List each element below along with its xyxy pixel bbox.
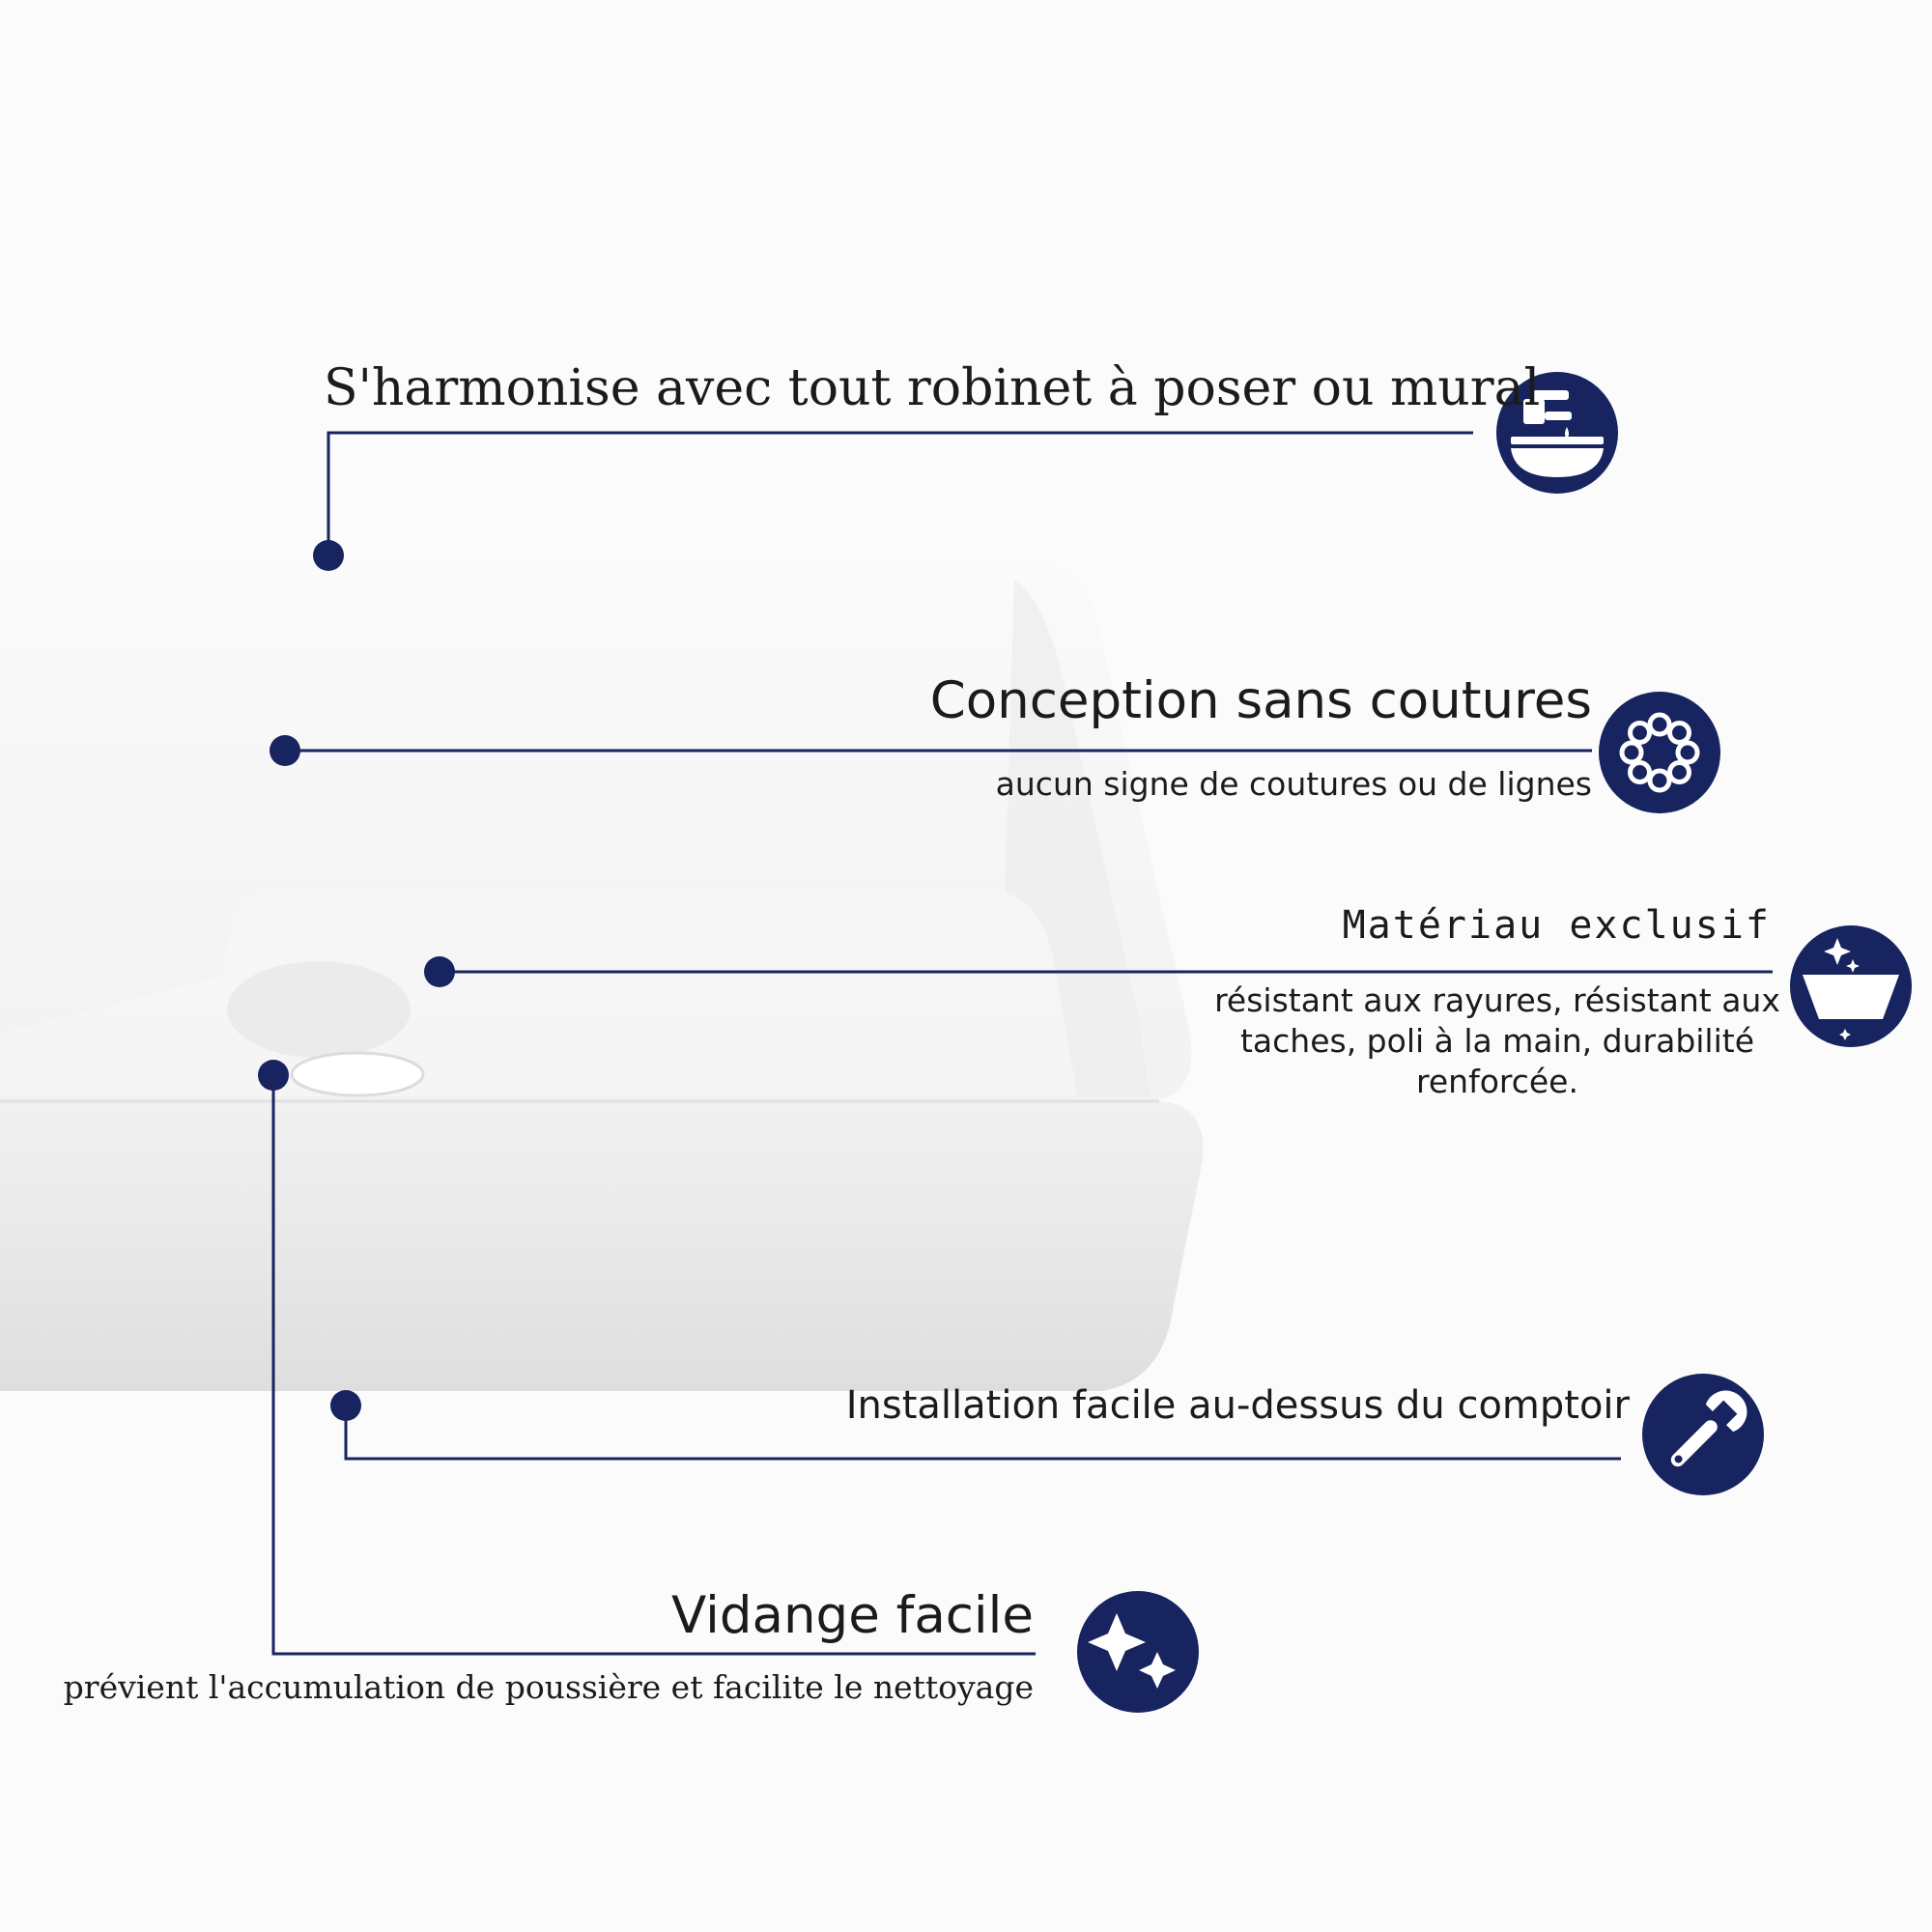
callout-line-faucet bbox=[327, 431, 1473, 555]
feature-subtitle-material: résistant aux rayures, résistant aux tac… bbox=[1208, 980, 1787, 1102]
basin-front bbox=[0, 1101, 1204, 1391]
feature-subtitle-drain: prévient l'accumulation de poussière et … bbox=[63, 1668, 1034, 1706]
material-line-2: taches, poli à la main, durabilité bbox=[1239, 1022, 1755, 1060]
wrench-icon bbox=[1642, 1374, 1764, 1495]
callout-line-drain bbox=[271, 1075, 1036, 1656]
feature-title-material: Matériau exclusif bbox=[1342, 903, 1771, 948]
drain-recess bbox=[227, 961, 411, 1058]
faucet-icon bbox=[1496, 372, 1618, 494]
feature-title-installation: Installation facile au-dessus du comptoi… bbox=[845, 1383, 1630, 1428]
callout-dots bbox=[258, 540, 455, 1421]
sparkle-bowl-icon bbox=[1790, 925, 1912, 1047]
molecule-ring-icon bbox=[1599, 692, 1720, 813]
feature-title-drain: Vidange facile bbox=[671, 1586, 1034, 1645]
sink-basin bbox=[0, 560, 1204, 1391]
material-line-1: résistant aux rayures, résistant aux bbox=[1214, 981, 1780, 1019]
feature-title-faucet: S'harmonise avec tout robinet à poser ou… bbox=[324, 359, 1541, 417]
basin-inner-wall bbox=[1005, 580, 1150, 1096]
callout-dot-material bbox=[424, 956, 455, 987]
callout-dot-seamless bbox=[270, 735, 300, 766]
callout-lines bbox=[271, 431, 1773, 1656]
material-line-3: renforcée. bbox=[1416, 1063, 1578, 1100]
sparkles-icon bbox=[1077, 1591, 1199, 1713]
drain-opening bbox=[290, 1051, 425, 1097]
callout-dot-faucet bbox=[313, 540, 344, 571]
basin-inner-bowl bbox=[0, 580, 1077, 1096]
callout-line-installation bbox=[344, 1406, 1621, 1461]
callout-dot-drain bbox=[258, 1060, 289, 1091]
feature-title-seamless: Conception sans coutures bbox=[929, 671, 1592, 730]
callout-dot-installation bbox=[330, 1390, 361, 1421]
feature-subtitle-seamless: aucun signe de coutures ou de lignes bbox=[995, 765, 1592, 803]
